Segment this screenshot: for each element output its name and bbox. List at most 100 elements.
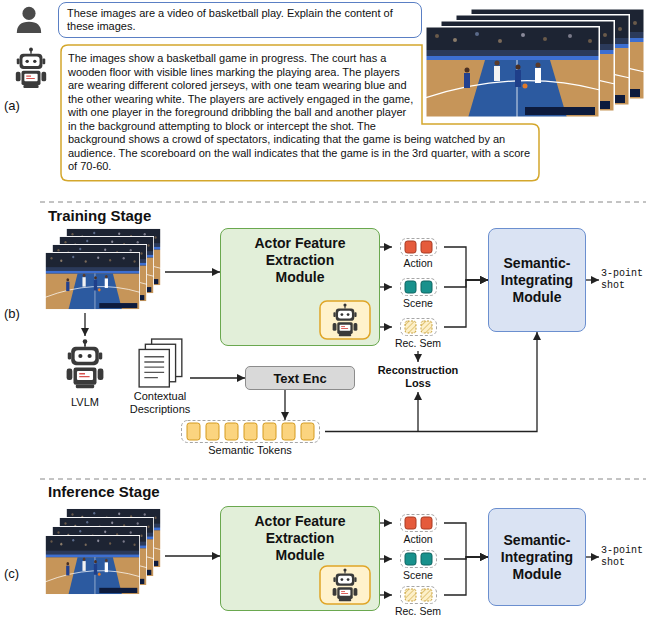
text-label: Training Stage (48, 207, 151, 224)
node-text: These images are a video of basketball p… (67, 7, 413, 33)
node-text: Text Enc (250, 371, 350, 386)
connector-arrow (444, 280, 488, 327)
video-frame (45, 252, 140, 310)
token-group: Rec. Sem (392, 318, 444, 349)
node-text: Rec. Sem (392, 605, 444, 617)
token (225, 423, 238, 440)
text-label: 3-point shot (601, 268, 647, 292)
token-group: Scene (392, 550, 444, 581)
section-divider (40, 479, 646, 480)
token-outline (400, 551, 436, 568)
badge-frame (320, 566, 370, 604)
module-box: Actor Feature Extraction Module (220, 506, 380, 611)
flow-arrow (586, 279, 599, 280)
token-outline (400, 515, 436, 532)
connector-arrow (380, 286, 392, 287)
robot-badge (319, 300, 371, 340)
token (405, 553, 416, 565)
token-outline (181, 421, 319, 443)
token (282, 423, 295, 440)
node-text: Actor Feature Extraction Module (243, 235, 357, 286)
token (421, 281, 432, 293)
connector-arrow (380, 326, 392, 327)
node-text: Actor Feature Extraction Module (243, 513, 357, 564)
connector-arrow (380, 522, 392, 523)
token-group: Semantic Tokens (175, 420, 325, 457)
token (405, 281, 416, 293)
robot-icon (333, 303, 358, 336)
token (405, 321, 416, 333)
connector-arrow (444, 557, 488, 595)
token-row (400, 550, 437, 568)
flow-arrow (586, 556, 599, 557)
token-group: Scene (392, 278, 444, 309)
node-text: Scene (392, 297, 444, 309)
token-row (400, 318, 437, 336)
text-label: (c) (4, 566, 19, 581)
text-label: LVLM (60, 396, 110, 409)
token-group: Action (392, 514, 444, 545)
encoder-box: Text Enc (245, 366, 355, 390)
connector-arrow (325, 332, 537, 432)
section-divider (40, 202, 646, 203)
token (263, 423, 276, 440)
node-text: Action (392, 257, 444, 269)
node-text: Semantic Tokens (175, 444, 325, 457)
connector-arrow (444, 523, 488, 557)
video-frame (45, 535, 140, 595)
node-text: The images show a basketball game in pro… (68, 52, 532, 174)
token-outline (400, 239, 436, 256)
token (421, 517, 432, 529)
connector-arrow (380, 594, 392, 595)
text-label: Contextual Descriptions (108, 390, 212, 416)
token-row (400, 238, 437, 256)
badge-frame (320, 301, 370, 339)
token-outline (400, 319, 436, 336)
token-group: Rec. Sem (392, 586, 444, 617)
robot-icon (67, 339, 104, 388)
connector-arrow (284, 390, 285, 420)
token-group: Action (392, 238, 444, 269)
token-outline (400, 587, 436, 604)
node-text: Semantic-Integrating Module (494, 532, 580, 583)
node-text: Rec. Sem (392, 337, 444, 349)
token-row (400, 514, 437, 532)
flow-arrow (84, 313, 85, 336)
flow-arrow (417, 392, 418, 432)
token (301, 423, 314, 440)
token (421, 589, 432, 601)
token (421, 553, 432, 565)
prompt-box: These images are a video of basketball p… (58, 2, 422, 38)
text-label: Inference Stage (48, 483, 160, 500)
flow-arrow (165, 555, 220, 556)
text-label: Reconstruction Loss (368, 364, 468, 390)
document-icon (139, 339, 182, 387)
token-row (181, 420, 320, 443)
connector-arrow (380, 246, 392, 247)
node-text: Action (392, 533, 444, 545)
box-outline (61, 45, 539, 181)
node-text: Scene (392, 569, 444, 581)
flow-arrow (190, 377, 245, 378)
token (206, 423, 219, 440)
robot-badge (319, 565, 371, 605)
node-text: Semantic-Integrating Module (494, 255, 580, 306)
token (405, 241, 416, 253)
token (244, 423, 257, 440)
module-box: Semantic-Integrating Module (488, 228, 586, 332)
response-box: The images show a basketball game in pro… (60, 44, 540, 182)
video-frame (425, 26, 600, 118)
text-label: (b) (4, 306, 20, 321)
text-label: 3-point shot (601, 545, 647, 569)
text-label: (a) (4, 98, 20, 113)
token-outline (400, 279, 436, 296)
token (187, 423, 200, 440)
connector-arrow (380, 558, 392, 559)
token (421, 241, 432, 253)
flow-arrow (165, 271, 220, 272)
module-box: Actor Feature Extraction Module (220, 228, 380, 346)
user-icon (17, 7, 41, 33)
token (405, 517, 416, 529)
token (405, 589, 416, 601)
